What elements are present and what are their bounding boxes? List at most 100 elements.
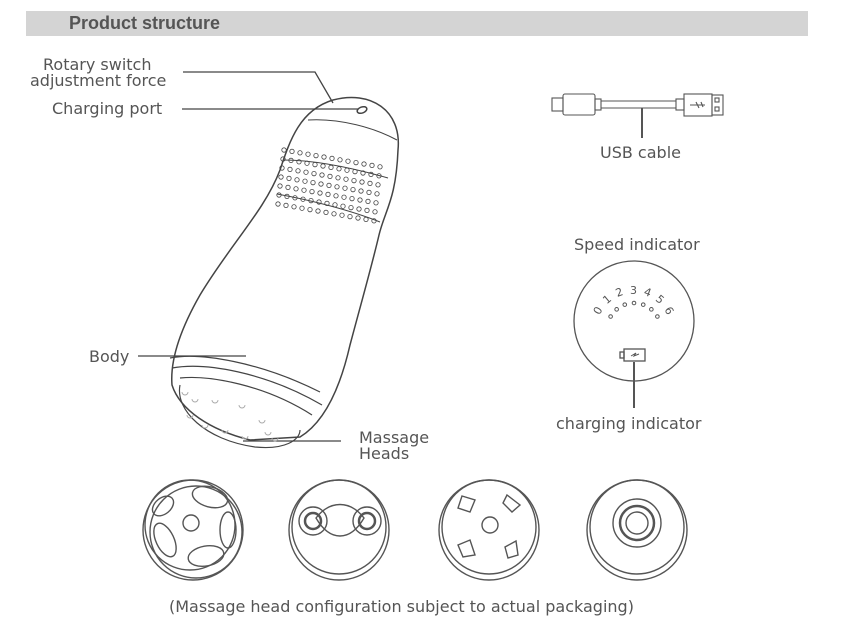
- texture-dot: [345, 158, 351, 164]
- speed-dot-2: [622, 302, 628, 307]
- texture-dot: [369, 162, 375, 168]
- head-nub: [264, 431, 272, 436]
- texture-dot: [328, 164, 334, 170]
- head-nub: [238, 404, 246, 409]
- texture-dot: [319, 172, 325, 178]
- texture-dot: [318, 181, 324, 187]
- texture-dot: [377, 164, 383, 170]
- head-nub: [221, 429, 229, 434]
- texture-dot: [340, 203, 346, 209]
- texture-dot: [359, 179, 365, 185]
- label-rotary-switch-line2: adjustment force: [30, 71, 167, 90]
- head-nub: [271, 437, 279, 442]
- texture-dot: [333, 193, 339, 199]
- texture-dot: [367, 180, 373, 186]
- texture-dot: [301, 187, 307, 193]
- leader-rotary-switch: [183, 71, 334, 104]
- texture-dot: [291, 204, 297, 210]
- texture-dot: [326, 182, 332, 188]
- texture-dot: [360, 170, 366, 176]
- texture-dot: [310, 180, 316, 186]
- texture-dot: [353, 160, 359, 166]
- texture-dot: [374, 191, 380, 197]
- texture-dot: [286, 175, 292, 181]
- texture-dot: [347, 214, 353, 220]
- texture-dot: [294, 177, 300, 183]
- texture-dot: [277, 183, 283, 189]
- massage-head-twin-rollers: [288, 479, 390, 581]
- speed-dot-5: [649, 307, 654, 312]
- texture-dot: [305, 151, 311, 157]
- texture-dot: [335, 175, 341, 181]
- texture-dot: [316, 199, 322, 205]
- texture-dot: [284, 193, 290, 199]
- texture-dot: [309, 189, 315, 195]
- texture-dot: [358, 188, 364, 194]
- texture-dot: [302, 178, 308, 184]
- texture-dot: [324, 200, 330, 206]
- texture-dot: [342, 185, 348, 191]
- texture-dot: [363, 216, 369, 222]
- texture-dot: [336, 166, 342, 172]
- texture-dot: [325, 191, 331, 197]
- speed-level-3: 3: [630, 284, 637, 297]
- texture-dot: [339, 212, 345, 218]
- texture-dot: [312, 162, 318, 168]
- texture-dot: [327, 173, 333, 179]
- texture-dot: [320, 163, 326, 169]
- texture-dot: [279, 165, 285, 171]
- head-nub: [211, 399, 219, 404]
- massage-head-concentric-rings: [586, 479, 688, 581]
- speed-dot-3: [631, 300, 637, 306]
- texture-dot: [341, 194, 347, 200]
- texture-dot: [300, 196, 306, 202]
- texture-dot: [355, 215, 361, 221]
- label-massage-heads-line1: Massage: [359, 428, 430, 447]
- head-nubs: [181, 391, 279, 442]
- label-usb-cable: USB cable: [600, 143, 681, 162]
- texture-dot: [337, 157, 343, 163]
- texture-dot: [368, 171, 374, 177]
- texture-dot: [344, 167, 350, 173]
- texture-dot: [297, 150, 303, 156]
- texture-dot: [289, 148, 295, 154]
- speed-indicator-panel: [573, 260, 695, 408]
- label-charging-indicator: charging indicator: [556, 414, 702, 433]
- section-header: Product structure: [26, 11, 808, 36]
- texture-dot: [317, 190, 323, 196]
- grip-texture-dots: [275, 147, 383, 224]
- texture-dot: [352, 169, 358, 175]
- texture-dot: [376, 173, 382, 179]
- texture-dot: [361, 161, 367, 167]
- speed-dot-4: [640, 302, 646, 307]
- texture-dot: [343, 176, 349, 182]
- usb-cable-illustration: [551, 93, 724, 138]
- texture-dot: [356, 206, 362, 212]
- texture-dot: [375, 182, 381, 188]
- texture-dot: [350, 187, 356, 193]
- texture-dot: [373, 200, 379, 206]
- texture-dot: [283, 202, 289, 208]
- texture-dot: [281, 147, 287, 153]
- texture-dot: [332, 202, 338, 208]
- head-nub: [241, 435, 249, 440]
- texture-dot: [365, 198, 371, 204]
- footer-note: (Massage head configuration subject to a…: [169, 597, 634, 616]
- label-rotary-switch-line1: Rotary switch: [43, 55, 152, 74]
- texture-dot: [334, 184, 340, 190]
- texture-dot: [307, 207, 313, 213]
- texture-dot: [349, 196, 355, 202]
- speed-dot-1: [614, 307, 619, 312]
- label-massage-heads-line2: Heads: [359, 444, 410, 463]
- texture-dot: [329, 155, 335, 161]
- texture-dot: [321, 154, 327, 160]
- speed-level-dots: [608, 300, 660, 319]
- texture-dot: [304, 160, 310, 166]
- texture-dot: [280, 156, 286, 162]
- head-nub: [191, 398, 199, 403]
- massager-device-illustration: [169, 96, 399, 449]
- texture-dot: [288, 157, 294, 163]
- texture-dot: [357, 197, 363, 203]
- texture-dot: [275, 201, 281, 207]
- label-body: Body: [89, 347, 130, 366]
